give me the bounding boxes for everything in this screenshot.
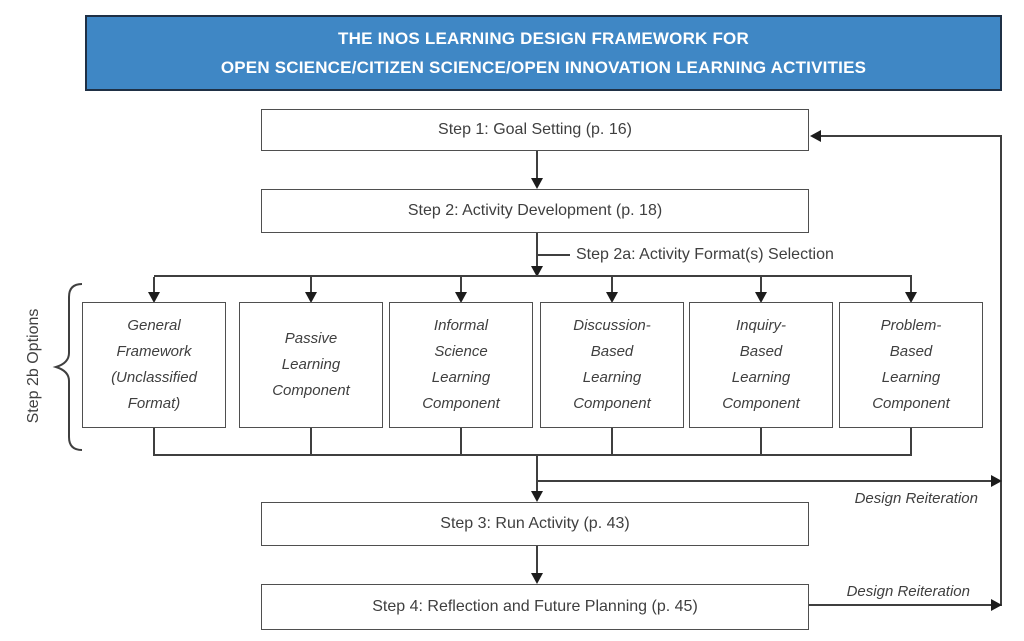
arrowhead-into-step1 [810, 130, 821, 142]
connector-step3-step4 [536, 546, 538, 573]
step-4-label: Step 4: Reflection and Future Planning (… [372, 598, 698, 615]
option-box-discussion-based: Discussion- Based Learning Component [540, 302, 684, 428]
step-4-box: Step 4: Reflection and Future Planning (… [261, 584, 809, 630]
connector-drop-1 [153, 277, 155, 293]
design-reiteration-lower-label: Design Reiteration [846, 583, 970, 600]
connector-reiteration-upper [538, 480, 992, 482]
connector-drop-3 [460, 277, 462, 293]
connector-step2-formats [536, 233, 538, 267]
connector-collector-step3 [536, 456, 538, 491]
arrowhead-step4 [531, 573, 543, 584]
step-2b-brace [52, 283, 83, 451]
arrowhead-reiteration-lower [991, 599, 1002, 611]
step-3-label: Step 3: Run Activity (p. 43) [440, 515, 630, 532]
connector-feedback-to-step1 [820, 135, 1002, 137]
step-2a-label: Step 2a: Activity Format(s) Selection [576, 246, 834, 263]
step-2-label: Step 2: Activity Development (p. 18) [407, 202, 663, 219]
connector-collector-rail [154, 454, 912, 456]
title-line-2: OPEN SCIENCE/CITIZEN SCIENCE/OPEN INNOVA… [220, 58, 867, 77]
connector-drop-2 [310, 277, 312, 293]
connector-drop-4 [611, 277, 613, 293]
option-label: General Framework (Unclassified Format) [111, 317, 197, 412]
option-box-passive-learning: Passive Learning Component [239, 302, 383, 428]
option-label: Informal Science Learning Component [422, 317, 500, 412]
arrowhead-step2 [531, 178, 543, 189]
connector-drop-5 [760, 277, 762, 293]
arrowhead-formats [531, 266, 543, 277]
arrowhead-option-1 [148, 292, 160, 303]
step-2b-options-label: Step 2b Options [25, 308, 42, 424]
option-box-problem-based: Problem- Based Learning Component [839, 302, 983, 428]
connector-feedback-vertical [1000, 135, 1002, 606]
connector-rise-4 [611, 428, 613, 456]
option-label: Discussion- Based Learning Component [573, 317, 651, 412]
option-label: Inquiry- Based Learning Component [722, 317, 800, 412]
connector-rise-3 [460, 428, 462, 456]
step-2-box: Step 2: Activity Development (p. 18) [261, 189, 809, 233]
step-1-label: Step 1: Goal Setting (p. 16) [438, 121, 632, 138]
arrowhead-option-6 [905, 292, 917, 303]
arrowhead-option-5 [755, 292, 767, 303]
connector-rise-2 [310, 428, 312, 456]
option-label: Problem- Based Learning Component [872, 317, 950, 412]
connector-rise-6 [910, 428, 912, 456]
arrowhead-option-3 [455, 292, 467, 303]
title-banner: THE INOS LEARNING DESIGN FRAMEWORK FOR O… [85, 15, 1002, 91]
step-1-box: Step 1: Goal Setting (p. 16) [261, 109, 809, 151]
connector-reiteration-lower [809, 604, 992, 606]
option-box-informal-science: Informal Science Learning Component [389, 302, 533, 428]
option-box-inquiry-based: Inquiry- Based Learning Component [689, 302, 833, 428]
arrowhead-reiteration-upper [991, 475, 1002, 487]
connector-rise-1 [153, 428, 155, 456]
title-line-1: THE INOS LEARNING DESIGN FRAMEWORK FOR [338, 29, 749, 48]
arrowhead-option-2 [305, 292, 317, 303]
step-3-box: Step 3: Run Activity (p. 43) [261, 502, 809, 546]
arrowhead-option-4 [606, 292, 618, 303]
connector-step2a-tick [538, 254, 570, 256]
option-label: Passive Learning Component [272, 330, 350, 399]
design-reiteration-upper-label: Design Reiteration [854, 490, 978, 507]
option-box-general-framework: General Framework (Unclassified Format) [82, 302, 226, 428]
connector-step1-step2 [536, 151, 538, 179]
connector-drop-6 [910, 277, 912, 293]
connector-distribution-rail [154, 275, 912, 277]
arrowhead-step3 [531, 491, 543, 502]
connector-rise-5 [760, 428, 762, 456]
